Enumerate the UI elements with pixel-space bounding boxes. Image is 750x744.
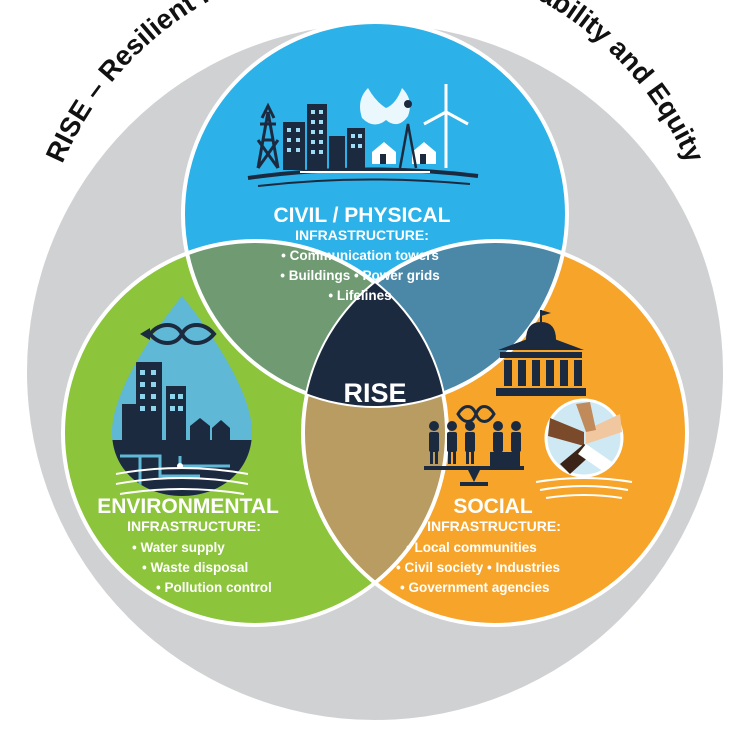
people-balance-icon <box>424 405 524 486</box>
center-label: RISE <box>343 378 406 408</box>
social-item-2: • Civil society • Industries <box>396 560 560 575</box>
environmental-item-2: • Waste disposal <box>142 560 248 575</box>
social-waves <box>535 477 633 499</box>
environmental-title: ENVIRONMENTAL <box>97 495 279 518</box>
cityscape-icon <box>247 84 479 187</box>
social-subtitle: INFRASTRUCTURE: <box>427 518 561 534</box>
civil-title: CIVIL / PHYSICAL <box>274 204 451 227</box>
social-title: SOCIAL <box>453 495 533 518</box>
social-item-1: • Local communities <box>406 540 537 555</box>
environmental-item-1: • Water supply <box>132 540 225 555</box>
environmental-subtitle: INFRASTRUCTURE: <box>127 518 261 534</box>
environmental-item-3: • Pollution control <box>156 580 272 595</box>
civil-item-3: • Lifelines <box>328 288 391 303</box>
joined-hands-icon <box>544 398 624 478</box>
center-overlap <box>303 241 447 406</box>
civil-subtitle: INFRASTRUCTURE: <box>295 227 429 243</box>
courthouse-icon <box>496 310 586 396</box>
civil-item-2: • Buildings • Power grids <box>280 268 439 283</box>
civil-item-1: • Communication towers <box>281 248 439 263</box>
social-item-3: • Government agencies <box>400 580 550 595</box>
